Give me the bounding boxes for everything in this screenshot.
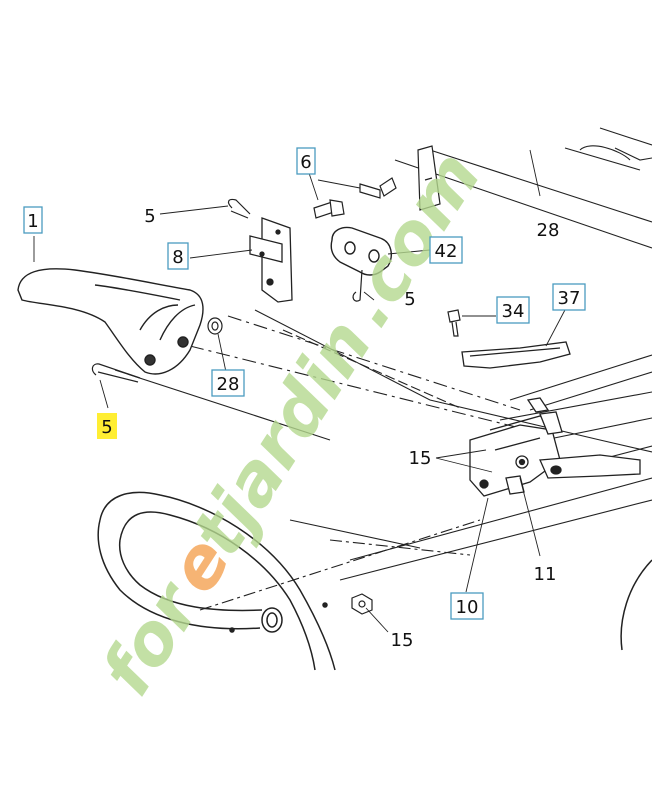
callout-box-42 <box>429 236 463 264</box>
bolt-lower <box>313 199 345 219</box>
callout-34: 34 <box>502 301 525 322</box>
cotter-pin-upper <box>227 198 251 219</box>
callout-37: 37 <box>558 288 581 309</box>
callout-box-6 <box>296 147 316 175</box>
rubber-block-42 <box>330 226 392 276</box>
callout-28-plain: 28 <box>537 220 560 241</box>
callout-box-8 <box>167 242 189 270</box>
upright-bracket <box>417 145 441 211</box>
frame-lines <box>114 127 652 651</box>
washer-28 <box>207 317 223 335</box>
callout-highlight-5 <box>97 413 117 439</box>
callout-box-37 <box>552 283 586 311</box>
cotter-pin-middle <box>352 269 363 302</box>
handle-cover-part <box>17 268 204 375</box>
callout-box-34 <box>496 296 530 324</box>
callout-11: 11 <box>534 564 557 585</box>
callout-box-10 <box>450 592 484 620</box>
callout-15-middle: 15 <box>409 448 432 469</box>
callout-10: 10 <box>456 597 479 618</box>
callout-15-bottom: 15 <box>391 630 414 651</box>
callout-6: 6 <box>300 152 311 173</box>
callout-5-highlighted: 5 <box>101 417 112 438</box>
callout-28-boxed: 28 <box>217 374 240 395</box>
callout-box-28 <box>211 369 245 397</box>
watermark-text-b: tjardin <box>176 305 388 570</box>
pivot-assembly <box>469 397 641 497</box>
callout-42: 42 <box>435 241 458 262</box>
plate-37 <box>461 341 571 369</box>
screw-34 <box>447 309 461 337</box>
callout-1: 1 <box>27 211 38 232</box>
callout-8: 8 <box>172 247 183 268</box>
callout-box-1 <box>23 206 43 234</box>
bracket-plate-part <box>249 217 293 303</box>
callout-5-upper: 5 <box>144 206 155 227</box>
bolt-6 <box>359 177 397 199</box>
callouts: 1 5 6 8 42 5 28 28 5 34 37 15 11 <box>23 147 586 651</box>
cotter-pin-lower <box>91 363 141 383</box>
leader-lines <box>33 149 567 633</box>
handle-tube <box>97 491 336 671</box>
callout-5-middle: 5 <box>404 289 415 310</box>
